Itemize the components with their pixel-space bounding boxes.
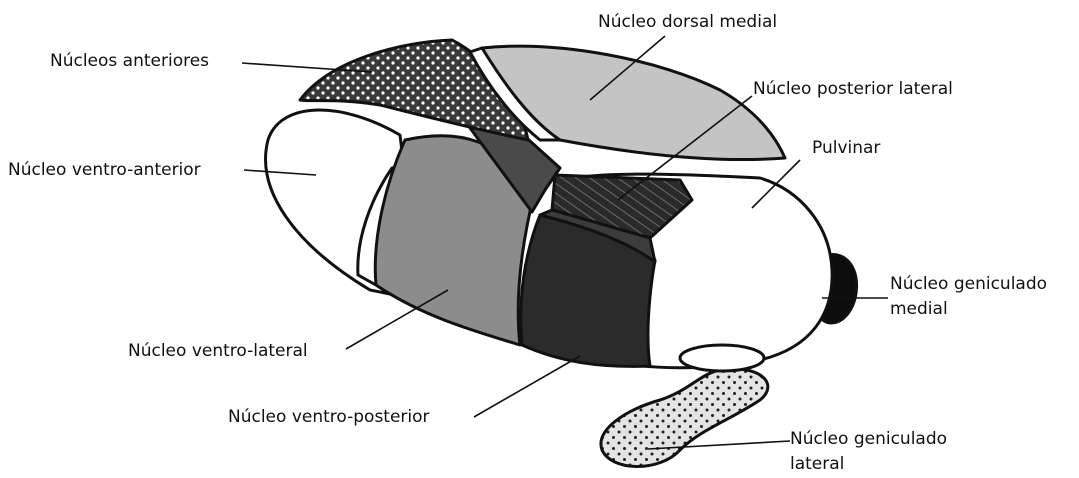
label-nucleos-anteriores: Núcleos anteriores	[50, 51, 209, 71]
label-nucleo-posterior-lateral: Núcleo posterior lateral	[753, 79, 953, 99]
label-nucleo-geniculado-lateral-line2: lateral	[790, 454, 844, 474]
label-nucleo-dorsal-medial: Núcleo dorsal medial	[598, 12, 777, 32]
label-nucleo-geniculado-medial-line1: Núcleo geniculado	[890, 274, 1047, 294]
label-nucleo-geniculado-medial-line2: medial	[890, 299, 948, 319]
geniculado-lateral-cap	[680, 345, 764, 371]
label-nucleo-geniculado-lateral-line1: Núcleo geniculado	[790, 429, 947, 449]
leader-ventro-posterior	[474, 356, 580, 417]
label-nucleo-ventro-lateral: Núcleo ventro-lateral	[128, 341, 308, 361]
label-pulvinar: Pulvinar	[812, 138, 880, 158]
geniculado-lateral-region	[601, 369, 768, 467]
label-nucleo-ventro-anterior: Núcleo ventro-anterior	[8, 160, 201, 180]
label-nucleo-ventro-posterior: Núcleo ventro-posterior	[228, 407, 430, 427]
